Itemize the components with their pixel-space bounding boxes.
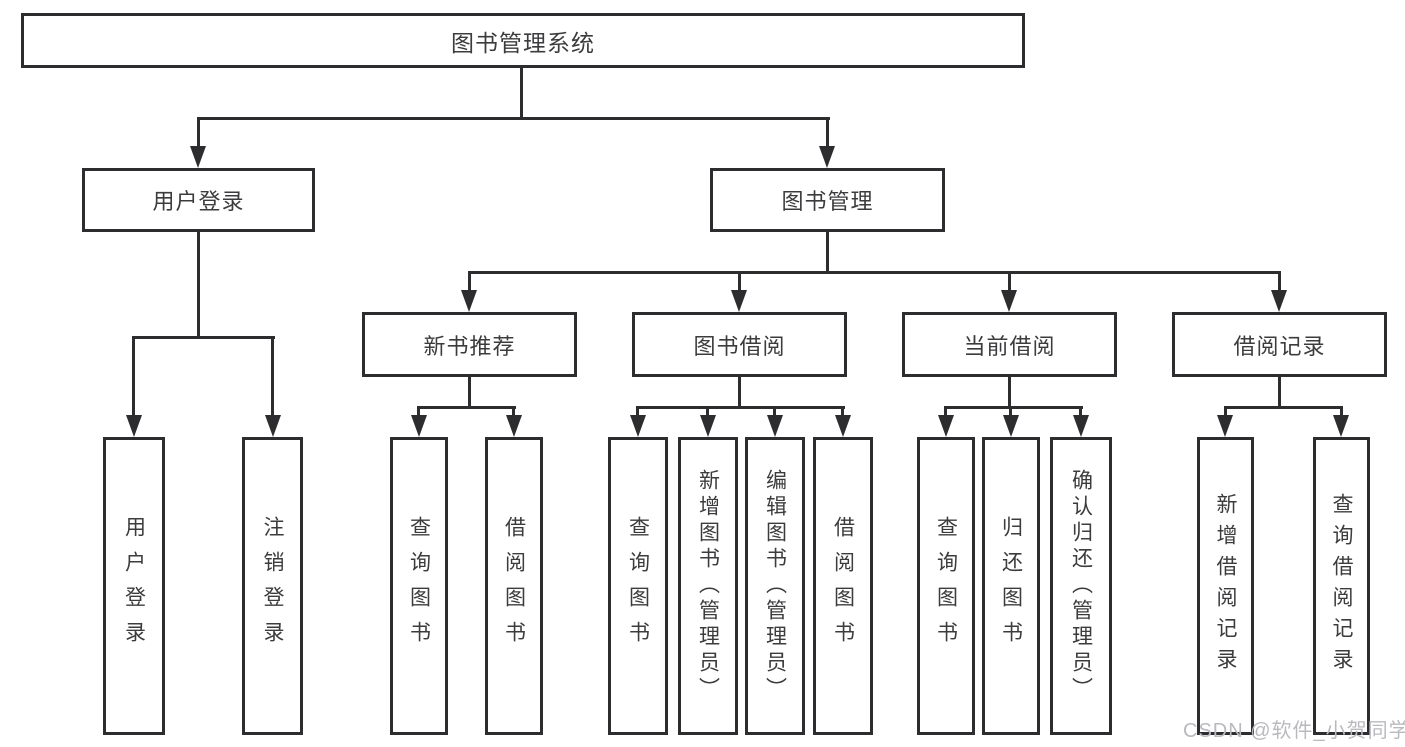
arrowhead-user-login bbox=[190, 146, 206, 168]
node-book-borrowing: 图书借阅 bbox=[632, 312, 847, 377]
connector-drop-user-login bbox=[197, 117, 200, 147]
leaf-edit-books-admin: 编辑图书（管理员） bbox=[745, 437, 805, 735]
connector-drop-leaf-user-login bbox=[132, 336, 135, 417]
arrowhead-current bbox=[1001, 290, 1017, 312]
arrowhead-g5-1 bbox=[1217, 415, 1233, 437]
arrowhead-g2-2 bbox=[506, 415, 522, 437]
leaf-query-books-borrow: 查询图书 bbox=[608, 437, 668, 735]
connector-records-stem bbox=[1278, 377, 1281, 409]
arrowhead-leaf-logout bbox=[265, 415, 281, 437]
leaf-borrow-books: 借阅图书 bbox=[813, 437, 873, 735]
connector-drop-g5-2 bbox=[1340, 406, 1343, 417]
arrowhead-recommend bbox=[461, 290, 477, 312]
leaf-logout: 注销登录 bbox=[242, 437, 303, 735]
connector-drop-g2-2 bbox=[512, 406, 515, 417]
connector-login-bar bbox=[132, 336, 275, 339]
arrowhead-borrowing bbox=[731, 290, 747, 312]
connector-drop-recommend bbox=[468, 271, 471, 293]
arrowhead-g4-2 bbox=[1003, 415, 1019, 437]
connector-drop-g4-1 bbox=[944, 406, 947, 417]
connector-drop-g3-1 bbox=[636, 406, 639, 417]
node-new-book-recommendation: 新书推荐 bbox=[362, 312, 577, 377]
csdn-watermark: CSDN @软件_小贺同学 bbox=[1183, 720, 1405, 742]
leaf-confirm-return-admin: 确认归还（管理员） bbox=[1050, 437, 1112, 735]
arrowhead-g2-1 bbox=[411, 415, 427, 437]
connector-drop-g5-1 bbox=[1224, 406, 1227, 417]
connector-drop-g3-4 bbox=[841, 406, 844, 417]
leaf-query-books-recommend: 查询图书 bbox=[390, 437, 448, 735]
connector-current-bar bbox=[944, 406, 1083, 409]
leaf-add-books-admin: 新增图书（管理员） bbox=[678, 437, 738, 735]
arrowhead-g3-1 bbox=[630, 415, 646, 437]
connector-recommend-stem bbox=[468, 377, 471, 409]
node-book-management: 图书管理 bbox=[710, 168, 945, 232]
leaf-query-borrow-record: 查询借阅记录 bbox=[1313, 437, 1370, 735]
connector-drop-leaf-logout bbox=[271, 336, 274, 417]
connector-login-stem bbox=[197, 232, 200, 339]
arrowhead-leaf-user-login bbox=[126, 415, 142, 437]
node-user-login: 用户登录 bbox=[82, 168, 315, 232]
arrowhead-book-management bbox=[819, 146, 835, 168]
connector-drop-book-management bbox=[826, 117, 829, 147]
arrowhead-g3-3 bbox=[767, 415, 783, 437]
connector-root-stem bbox=[520, 68, 523, 120]
arrowhead-g3-4 bbox=[835, 415, 851, 437]
leaf-query-books-current: 查询图书 bbox=[917, 437, 975, 735]
arrowhead-g5-2 bbox=[1333, 415, 1349, 437]
connector-drop-g3-2 bbox=[706, 406, 709, 417]
connector-mgmt-bar bbox=[468, 271, 1281, 274]
arrowhead-g4-3 bbox=[1073, 415, 1089, 437]
arrowhead-g4-1 bbox=[938, 415, 954, 437]
connector-current-stem bbox=[1008, 377, 1011, 409]
connector-drop-records bbox=[1278, 271, 1281, 293]
arrowhead-records bbox=[1271, 290, 1287, 312]
node-borrowing-records: 借阅记录 bbox=[1172, 312, 1387, 377]
connector-drop-g4-3 bbox=[1079, 406, 1082, 417]
connector-drop-g4-2 bbox=[1009, 406, 1012, 417]
arrowhead-g3-2 bbox=[700, 415, 716, 437]
connector-drop-g2-1 bbox=[417, 406, 420, 417]
leaf-add-borrow-record: 新增借阅记录 bbox=[1197, 437, 1254, 735]
connector-drop-current bbox=[1008, 271, 1011, 293]
connector-borrowing-bar bbox=[636, 406, 845, 409]
node-library-management-system: 图书管理系统 bbox=[21, 13, 1025, 68]
leaf-borrow-books-recommend: 借阅图书 bbox=[485, 437, 543, 735]
connector-drop-g3-3 bbox=[773, 406, 776, 417]
connector-recommend-bar bbox=[417, 406, 516, 409]
connector-records-bar bbox=[1224, 406, 1343, 409]
connector-borrowing-stem bbox=[738, 377, 741, 409]
connector-root-bar bbox=[197, 117, 830, 120]
node-current-borrowing: 当前借阅 bbox=[902, 312, 1117, 377]
leaf-return-books: 归还图书 bbox=[982, 437, 1040, 735]
connector-drop-borrowing bbox=[738, 271, 741, 293]
connector-mgmt-stem bbox=[826, 232, 829, 274]
leaf-user-login: 用户登录 bbox=[103, 437, 165, 735]
